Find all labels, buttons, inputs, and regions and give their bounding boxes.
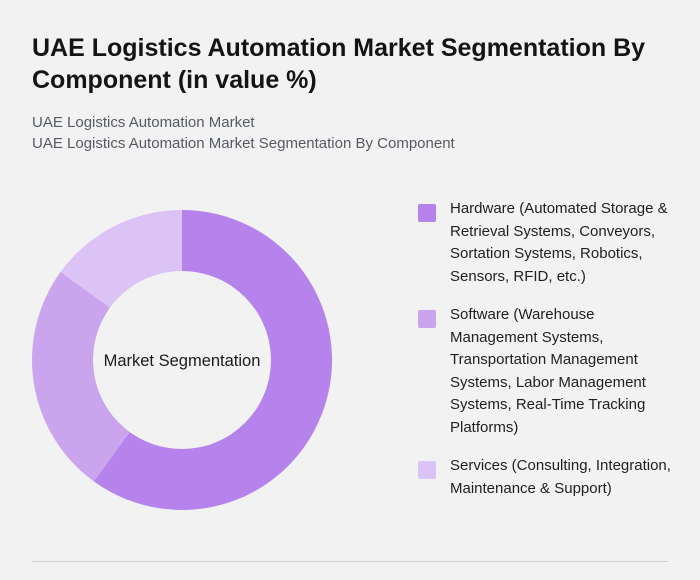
legend-label-services: Services (Consulting, Integration, Maint…	[450, 457, 671, 497]
legend-item-hardware[interactable]: Hardware (Automated Storage & Retrieval …	[418, 198, 678, 288]
legend-swatch-software	[418, 310, 436, 328]
legend-item-services[interactable]: Services (Consulting, Integration, Maint…	[418, 455, 678, 500]
donut-center-label: Market Segmentation	[104, 352, 261, 370]
legend-label-software: Software (Warehouse Management Systems, …	[450, 306, 646, 436]
footer-divider	[32, 561, 668, 562]
legend-item-software[interactable]: Software (Warehouse Management Systems, …	[418, 304, 678, 439]
breadcrumb-segmentation[interactable]: UAE Logistics Automation Market Segmenta…	[32, 135, 455, 152]
legend-label-hardware: Hardware (Automated Storage & Retrieval …	[450, 200, 668, 285]
donut-chart: Market Segmentation	[31, 210, 333, 510]
page-title: UAE Logistics Automation Market Segmenta…	[32, 34, 646, 94]
donut-hole	[93, 271, 271, 449]
breadcrumb-market[interactable]: UAE Logistics Automation Market	[32, 114, 255, 131]
legend-swatch-services	[418, 461, 436, 479]
chart-legend: Hardware (Automated Storage & Retrieval …	[418, 198, 678, 516]
legend-swatch-hardware	[418, 204, 436, 222]
